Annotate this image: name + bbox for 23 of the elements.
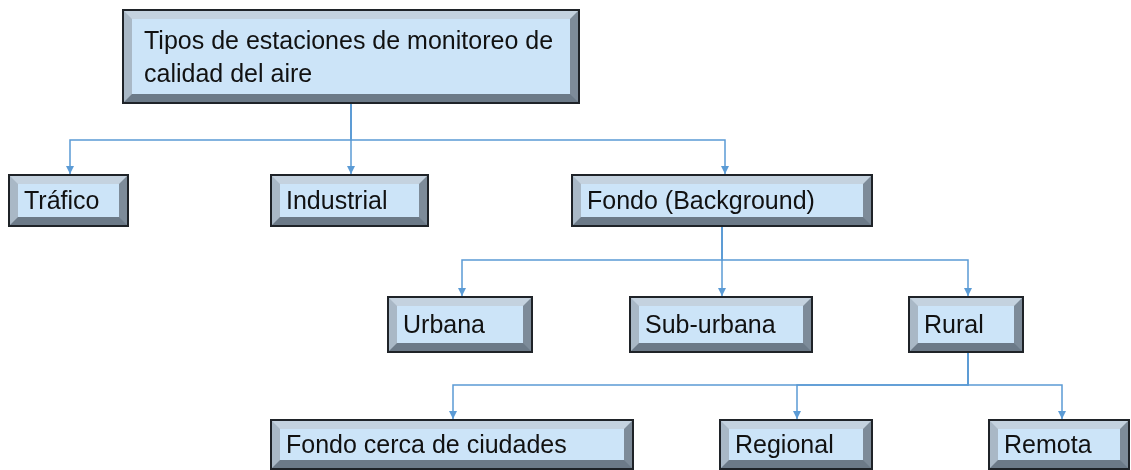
bevel-box [389, 298, 531, 351]
bevel-box [573, 176, 871, 225]
connector-arrow [967, 351, 1066, 420]
node-text: Regional [735, 429, 834, 461]
bevel-box [124, 11, 578, 102]
node-text: Fondo cerca de ciudades [286, 429, 567, 461]
bevel-box [910, 298, 1022, 351]
bevel-box [631, 298, 811, 351]
connector-arrow [350, 102, 729, 175]
node-text: Industrial [286, 185, 388, 217]
bevel-box [272, 421, 632, 468]
bevel-box [10, 176, 127, 225]
node-text: Fondo (Background) [587, 185, 815, 217]
node-text: Tráfico [24, 185, 100, 217]
bevel-box [990, 421, 1128, 468]
bevel-box [272, 176, 427, 225]
node-text: Urbana [403, 309, 485, 341]
node-text: Sub-urbana [645, 309, 776, 341]
node-text: Remota [1004, 429, 1092, 461]
node-text: Tipos de estaciones de monitoreo de calidad del aire [144, 25, 555, 89]
node-text: Rural [924, 309, 984, 341]
connector-arrow [721, 225, 972, 297]
bevel-box [721, 421, 871, 468]
